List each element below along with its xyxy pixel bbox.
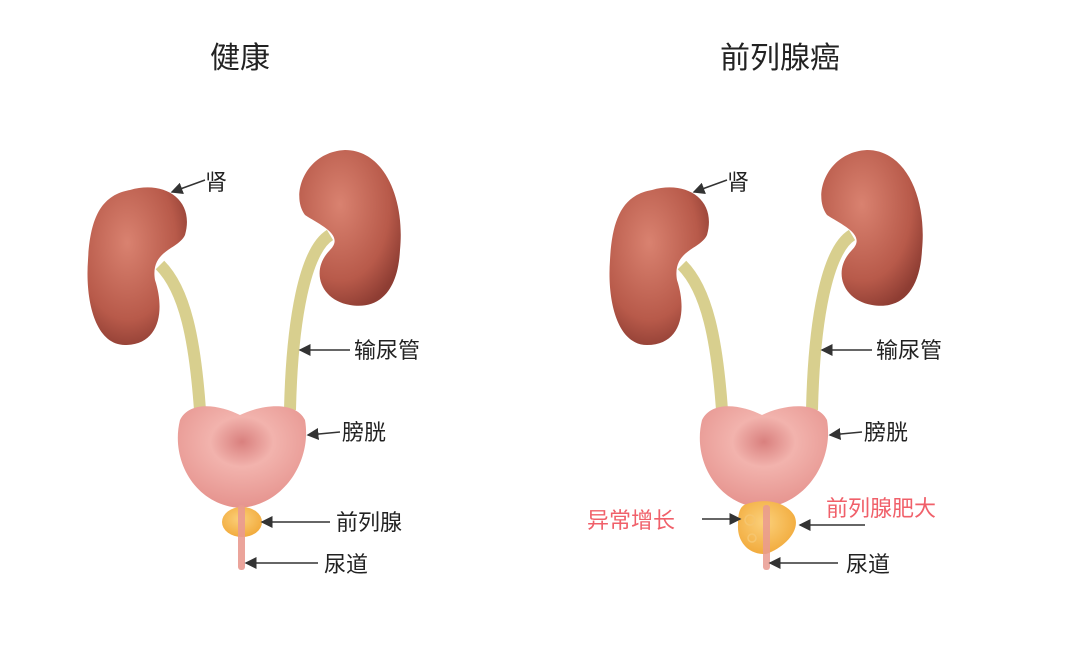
label-ureter: 输尿管 bbox=[354, 339, 420, 364]
label-kidney: 肾 bbox=[205, 171, 227, 196]
cancer-panel: 前列腺癌 肾 输尿管 膀胱 异常增长 前列腺肥大 尿道 bbox=[587, 41, 942, 578]
bladder bbox=[699, 406, 829, 508]
label-ureter: 输尿管 bbox=[876, 339, 942, 364]
ureter-left bbox=[677, 260, 728, 411]
ureter-right bbox=[806, 229, 856, 411]
label-abnormal-growth: 异常增长 bbox=[587, 509, 675, 534]
healthy-panel: 健康 肾 输尿管 膀胱 前列腺 尿道 bbox=[87, 41, 420, 578]
urethra bbox=[763, 505, 770, 570]
panel-title: 前列腺癌 bbox=[720, 41, 840, 76]
label-bladder: 膀胱 bbox=[864, 421, 908, 446]
label-urethra: 尿道 bbox=[846, 553, 890, 578]
label-kidney: 肾 bbox=[727, 171, 749, 196]
label-prostate: 前列腺 bbox=[336, 511, 402, 536]
label-urethra: 尿道 bbox=[324, 553, 368, 578]
bladder bbox=[177, 406, 307, 508]
kidney-right bbox=[821, 150, 923, 306]
kidney-right bbox=[299, 150, 401, 306]
label-enlarged-prostate: 前列腺肥大 bbox=[826, 497, 936, 522]
label-bladder: 膀胱 bbox=[342, 421, 386, 446]
kidney-left bbox=[609, 187, 709, 345]
kidney-left bbox=[87, 187, 187, 345]
ureter-left bbox=[155, 260, 206, 411]
urethra bbox=[238, 505, 245, 570]
panel-title: 健康 bbox=[210, 41, 270, 76]
ureter-right bbox=[284, 229, 334, 411]
